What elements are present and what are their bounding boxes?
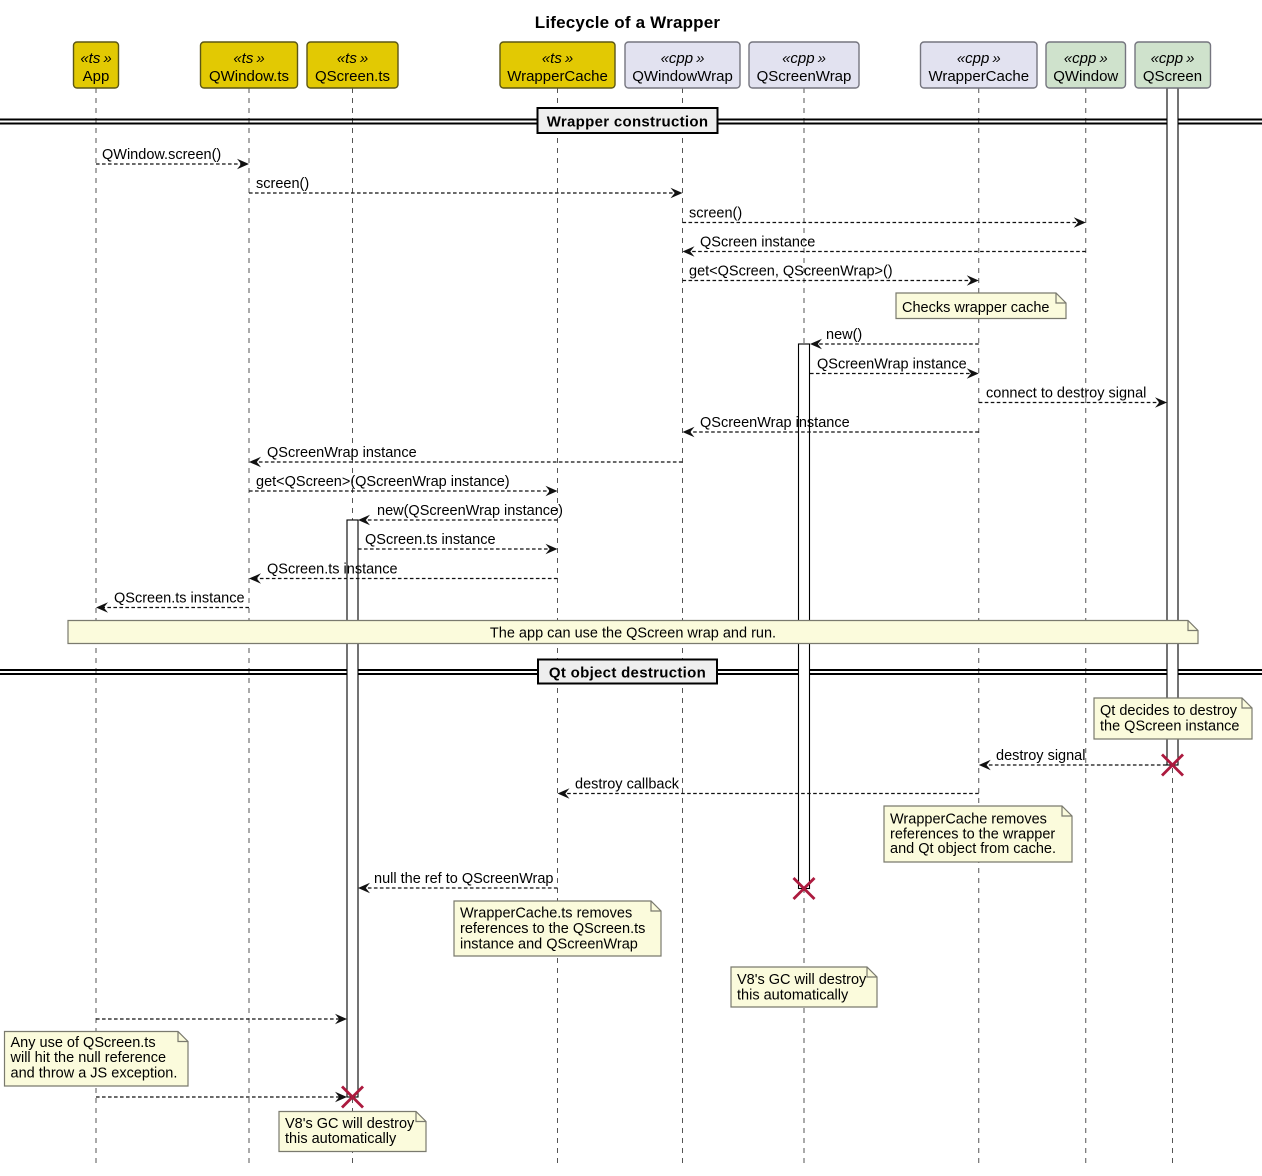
svg-text:QScreenWrap instance: QScreenWrap instance [700, 415, 850, 431]
svg-text:V8's GC will destroy: V8's GC will destroy [737, 972, 867, 988]
svg-text:screen(): screen() [256, 176, 309, 192]
svg-text:references to the wrapper: references to the wrapper [890, 826, 1055, 842]
svg-text:QScreen: QScreen [1143, 68, 1202, 85]
svg-text:«cpp »: «cpp » [1151, 50, 1195, 67]
svg-text:connect to destroy signal: connect to destroy signal [986, 386, 1146, 402]
svg-text:«ts »: «ts » [80, 50, 111, 67]
svg-text:«cpp »: «cpp » [661, 50, 705, 67]
svg-text:get<QScreen>(QScreenWrap insta: get<QScreen>(QScreenWrap instance) [256, 474, 510, 490]
svg-text:null the ref to QScreenWrap: null the ref to QScreenWrap [374, 871, 553, 887]
svg-text:QScreen.ts: QScreen.ts [315, 68, 390, 85]
svg-text:Wrapper construction: Wrapper construction [547, 114, 709, 131]
svg-text:«ts »: «ts » [542, 50, 573, 67]
svg-text:instance and QScreenWrap: instance and QScreenWrap [460, 937, 638, 953]
svg-text:QScreen.ts instance: QScreen.ts instance [114, 591, 245, 607]
svg-text:Qt decides to destroy: Qt decides to destroy [1100, 703, 1238, 719]
svg-text:the QScreen instance: the QScreen instance [1100, 718, 1239, 734]
svg-text:Lifecycle of a Wrapper: Lifecycle of a Wrapper [535, 13, 721, 32]
svg-text:QWindowWrap: QWindowWrap [632, 68, 733, 85]
svg-text:QScreenWrap instance: QScreenWrap instance [267, 445, 417, 461]
svg-text:The app can use the QScreen wr: The app can use the QScreen wrap and run… [490, 625, 776, 641]
svg-text:QWindow.ts: QWindow.ts [209, 68, 289, 85]
svg-text:WrapperCache: WrapperCache [928, 68, 1029, 85]
svg-text:QScreen.ts instance: QScreen.ts instance [365, 532, 496, 548]
svg-text:new(QScreenWrap instance): new(QScreenWrap instance) [377, 503, 563, 519]
svg-text:QScreen.ts instance: QScreen.ts instance [267, 562, 398, 578]
svg-text:QWindow.screen(): QWindow.screen() [102, 147, 221, 163]
svg-text:App: App [83, 68, 110, 85]
svg-text:Checks wrapper cache: Checks wrapper cache [902, 300, 1050, 316]
svg-text:references to the QScreen.ts: references to the QScreen.ts [460, 921, 645, 937]
svg-text:and Qt object from cache.: and Qt object from cache. [890, 841, 1056, 857]
svg-text:Qt object destruction: Qt object destruction [549, 665, 706, 682]
svg-text:Any use of QScreen.ts: Any use of QScreen.ts [11, 1035, 156, 1051]
svg-text:will hit the null reference: will hit the null reference [10, 1050, 167, 1066]
svg-text:QScreen instance: QScreen instance [700, 235, 815, 251]
svg-text:WrapperCache: WrapperCache [507, 68, 608, 85]
svg-text:«ts »: «ts » [337, 50, 368, 67]
svg-text:screen(): screen() [689, 206, 742, 222]
svg-text:this automatically: this automatically [285, 1131, 397, 1147]
svg-text:QWindow: QWindow [1053, 68, 1118, 85]
svg-text:destroy callback: destroy callback [575, 777, 680, 793]
svg-text:V8's GC will destroy: V8's GC will destroy [285, 1116, 415, 1132]
svg-text:«ts »: «ts » [233, 50, 264, 67]
svg-text:get<QScreen, QScreenWrap>(): get<QScreen, QScreenWrap>() [689, 264, 893, 280]
svg-text:and throw a JS exception.: and throw a JS exception. [11, 1065, 178, 1081]
svg-text:WrapperCache removes: WrapperCache removes [890, 811, 1047, 827]
svg-text:QScreenWrap: QScreenWrap [757, 68, 852, 85]
svg-text:new(): new() [826, 327, 862, 343]
svg-text:«cpp »: «cpp » [782, 50, 826, 67]
svg-text:«cpp »: «cpp » [1064, 50, 1108, 67]
svg-text:WrapperCache.ts removes: WrapperCache.ts removes [460, 905, 632, 921]
svg-text:this automatically: this automatically [737, 988, 849, 1004]
svg-text:«cpp »: «cpp » [957, 50, 1001, 67]
svg-text:destroy signal: destroy signal [996, 748, 1085, 764]
svg-text:QScreenWrap instance: QScreenWrap instance [817, 357, 967, 373]
